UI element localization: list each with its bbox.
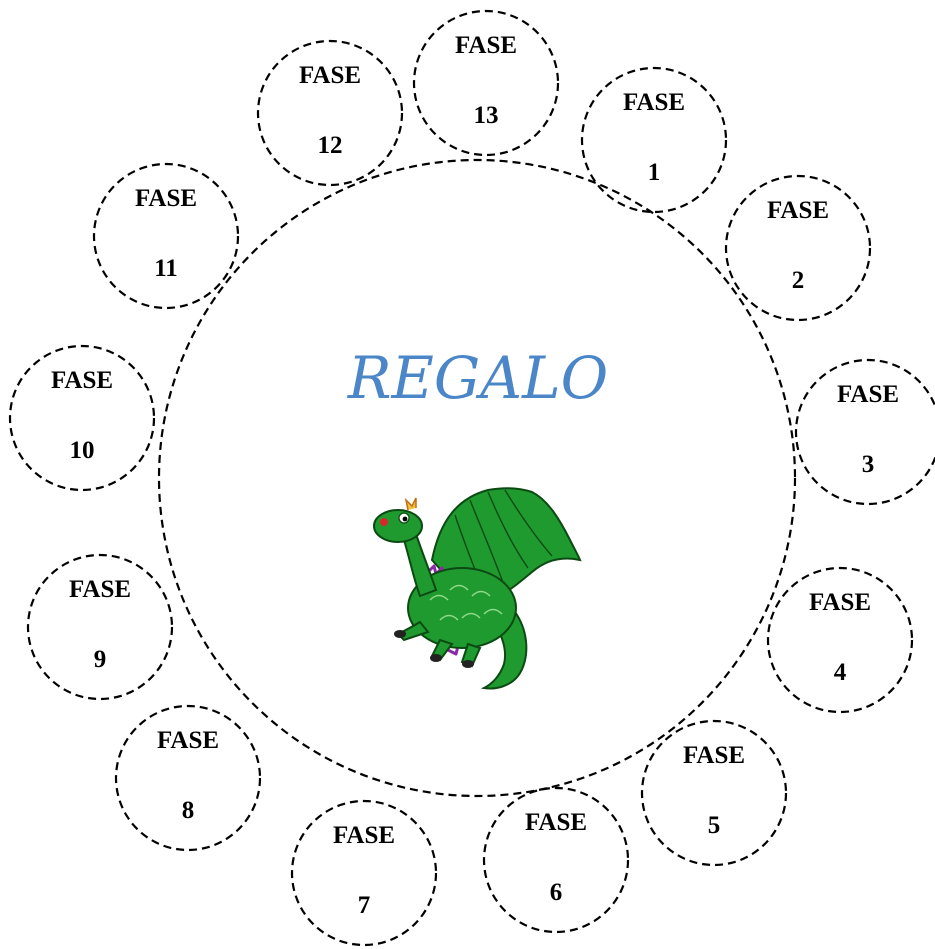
phase-number: 2: [792, 267, 805, 294]
phase-circle-6: FASE 6: [484, 788, 628, 932]
phase-circle-9: FASE 9: [28, 555, 172, 699]
phase-circle-7: FASE 7: [292, 801, 436, 945]
phase-word: FASE: [525, 809, 587, 836]
phase-word: FASE: [157, 727, 219, 754]
phase-number: 7: [358, 892, 371, 919]
phase-word: FASE: [837, 381, 899, 408]
center-title: REGALO: [347, 344, 608, 412]
phase-circle-10: FASE 10: [10, 346, 154, 490]
phase-number: 4: [834, 659, 847, 686]
phase-circle-1: FASE 1: [582, 68, 726, 212]
phase-word: FASE: [69, 576, 131, 603]
phase-number: 8: [182, 797, 195, 824]
phase-word: FASE: [809, 589, 871, 616]
phase-number: 6: [550, 879, 563, 906]
phase-word: FASE: [455, 32, 517, 59]
phase-number: 3: [862, 451, 875, 478]
phase-word: FASE: [299, 62, 361, 89]
phase-word: FASE: [333, 822, 395, 849]
phase-circle-11: FASE 11: [94, 164, 238, 308]
main-circle: [159, 160, 795, 796]
phase-number: 11: [154, 255, 178, 282]
phase-number: 10: [70, 437, 95, 464]
phase-circle-2: FASE 2: [726, 176, 870, 320]
dragon-icon: [374, 488, 580, 688]
phase-number: 12: [318, 132, 343, 159]
phase-number: 5: [708, 812, 721, 839]
phase-circle-3: FASE 3: [796, 360, 935, 504]
phase-word: FASE: [51, 367, 113, 394]
phase-circle-13: FASE 13: [414, 11, 558, 155]
phase-circle-8: FASE 8: [116, 706, 260, 850]
phase-circle-12: FASE 12: [258, 41, 402, 185]
phase-number: 9: [94, 646, 107, 673]
phase-number: 13: [474, 102, 499, 129]
phase-circle-4: FASE 4: [768, 568, 912, 712]
phase-word: FASE: [135, 185, 197, 212]
phase-word: FASE: [767, 197, 829, 224]
phase-word: FASE: [683, 742, 745, 769]
phase-word: FASE: [623, 89, 685, 116]
phase-circle-5: FASE 5: [642, 721, 786, 865]
phase-number: 1: [648, 159, 661, 186]
